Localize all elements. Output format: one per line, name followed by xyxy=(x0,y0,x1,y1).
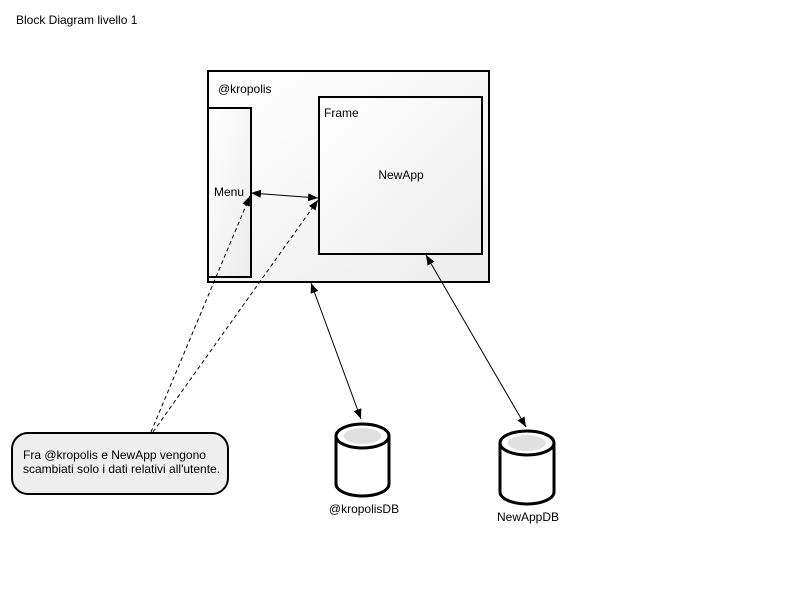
newapp-db-cylinder[interactable] xyxy=(498,429,556,506)
note-line-2: scambiati solo i dati relativi all'utent… xyxy=(23,462,221,476)
kropolis-db-cylinder[interactable] xyxy=(334,422,391,498)
note-menu-dashed-connector[interactable] xyxy=(150,195,251,433)
note-frame-dashed-connector[interactable] xyxy=(152,199,319,433)
menu-block[interactable] xyxy=(207,107,252,278)
frame-block[interactable] xyxy=(318,96,483,255)
kropolis-container-label: @kropolis xyxy=(218,82,272,96)
frame-content-label: NewApp xyxy=(378,168,424,182)
frame-label: Frame xyxy=(324,106,359,120)
note-shape[interactable] xyxy=(11,432,229,495)
newapp-db-label: NewAppDB xyxy=(496,510,560,524)
kropolis-db-connector[interactable] xyxy=(310,282,362,420)
kropolis-db-label: @kropolisDB xyxy=(328,502,400,516)
diagram-title: Block Diagram livello 1 xyxy=(16,13,138,27)
menu-label: Menu xyxy=(214,185,245,199)
newapp-db-connector[interactable] xyxy=(425,254,527,428)
note-line-1: Fra @kropolis e NewApp vengono xyxy=(23,448,206,462)
menu-frame-connector[interactable] xyxy=(250,189,319,202)
note-text: Fra @kropolis e NewApp vengono scambiati… xyxy=(23,448,223,476)
